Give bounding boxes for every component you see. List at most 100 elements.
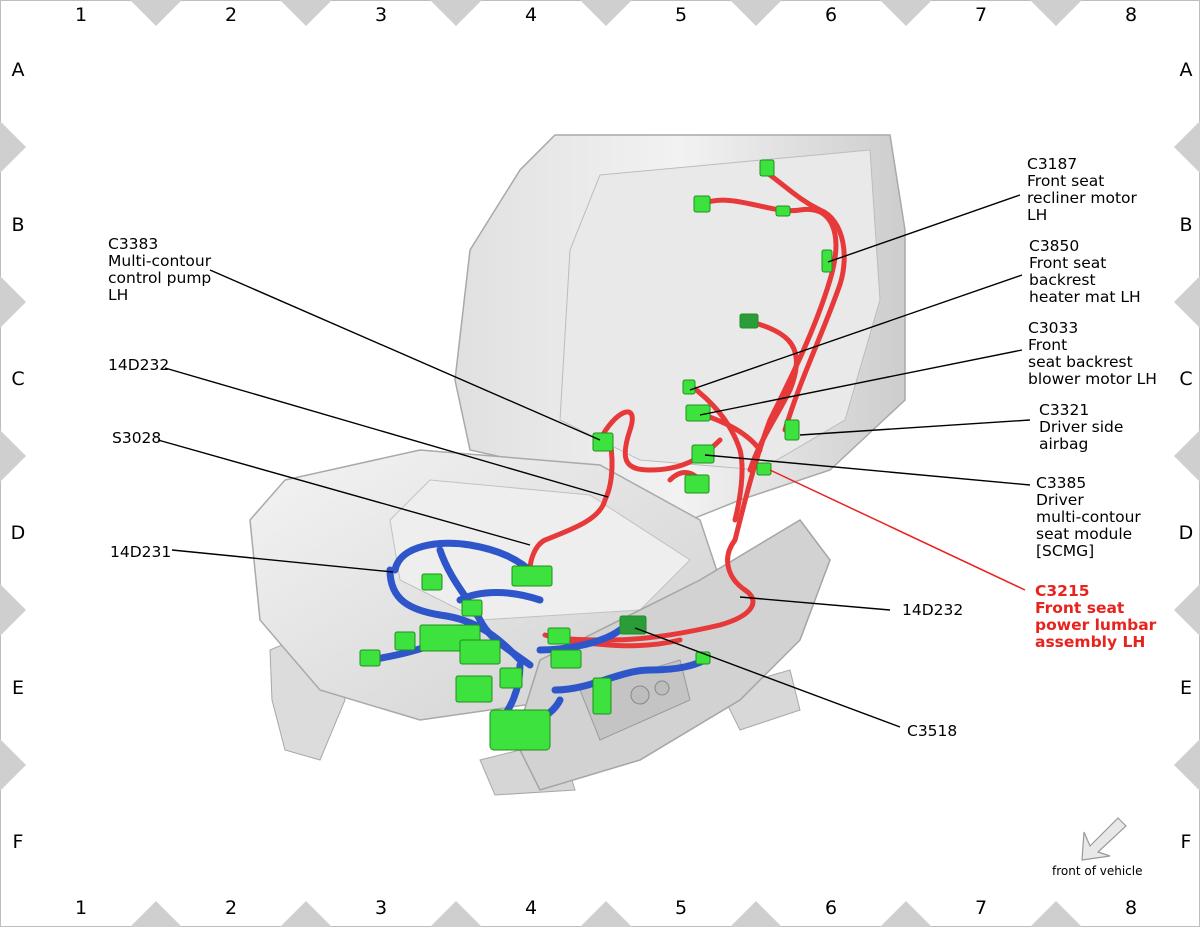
connector (547, 627, 571, 645)
callout-line: backrest (1029, 271, 1096, 289)
grid-marker (280, 901, 332, 927)
connector (455, 675, 493, 703)
grid-column-label: 5 (674, 4, 688, 26)
grid-marker (880, 0, 932, 26)
leader-c3321 (799, 419, 1031, 436)
leader-c3033 (699, 349, 1023, 416)
grid-column-label: 6 (824, 4, 838, 26)
callout-line: recliner motor (1027, 189, 1137, 207)
callout-line: Driver (1036, 491, 1084, 509)
connector-c3321 (784, 419, 800, 441)
connectors (359, 159, 833, 751)
grid-row-label: C (11, 368, 25, 390)
grid-marker (1030, 901, 1082, 927)
connector (511, 565, 553, 587)
connector (739, 313, 759, 329)
grid-marker (0, 739, 26, 791)
callout-14d232-upper: 14D232 (108, 357, 169, 374)
grid-column-label: 1 (74, 897, 88, 919)
callout-line: Front seat (1029, 254, 1107, 272)
grid-marker (730, 0, 782, 26)
grid-column-label: 5 (674, 897, 688, 919)
callout-line: 14D232 (902, 601, 964, 619)
leader-c3385 (704, 454, 1031, 486)
callout-line: Front seat (1027, 172, 1105, 190)
grid-row-label: C (1179, 368, 1193, 390)
grid-row-label: E (1179, 677, 1192, 699)
callout-line: C3215 (1035, 582, 1090, 600)
callout-line: [SCMG] (1036, 542, 1095, 560)
connector (489, 709, 551, 751)
grid-column-label: 2 (224, 897, 238, 919)
callout-line: control pump (108, 269, 212, 287)
connector (499, 667, 523, 689)
callout-line: C3321 (1039, 401, 1090, 419)
grid-marker (430, 0, 482, 26)
grid-row-label: F (12, 831, 24, 853)
connector-c3215 (756, 462, 772, 476)
grid-column-label: 7 (974, 897, 988, 919)
connector (684, 474, 710, 494)
grid-row-label: B (1179, 214, 1193, 236)
grid-marker (1174, 430, 1200, 482)
callout-line: C3385 (1036, 474, 1087, 492)
callout-c3518: C3518 (907, 723, 957, 740)
callout-line: blower motor LH (1028, 370, 1157, 388)
grid-marker (430, 901, 482, 927)
grid-marker (0, 430, 26, 482)
grid-column-label: 6 (824, 897, 838, 919)
connector (550, 649, 582, 669)
connector (461, 599, 483, 617)
callout-line: Front (1028, 336, 1068, 354)
grid-column-label: 4 (524, 4, 538, 26)
grid-column-label: 3 (374, 4, 388, 26)
callout-line: LH (1027, 206, 1048, 224)
callout-line: assembly LH (1035, 633, 1146, 651)
switch-knob (654, 680, 670, 696)
leader-c3187 (827, 194, 1021, 263)
connector-c3850 (682, 379, 696, 395)
callout-14d232-lower: 14D232 (902, 602, 963, 619)
grid-marker (1174, 739, 1200, 791)
connector (421, 573, 443, 591)
grid-marker (730, 901, 782, 927)
grid-marker (880, 901, 932, 927)
grid-row-label: F (1180, 831, 1192, 853)
callout-line: Front seat (1035, 599, 1125, 617)
grid-row-label: D (1178, 522, 1194, 544)
grid-marker (1030, 0, 1082, 26)
callout-line: C3518 (907, 722, 958, 740)
leader-c3850 (689, 274, 1023, 391)
leader-lines (157, 194, 1031, 728)
arrow-icon (1081, 817, 1127, 861)
callout-line: multi-contour (1036, 508, 1141, 526)
connector (759, 159, 775, 177)
grid-marker (280, 0, 332, 26)
grid-column-label: 3 (374, 897, 388, 919)
grid-column-label: 2 (224, 4, 238, 26)
grid-marker (0, 276, 26, 328)
connector-c3383 (592, 432, 614, 452)
grid-row-label: B (11, 214, 25, 236)
callout-line: seat backrest (1028, 353, 1133, 371)
connector (775, 205, 791, 217)
leader-14d232-upper (164, 367, 609, 498)
grid-marker (0, 121, 26, 173)
grid-row-label: E (11, 677, 24, 699)
grid-column-label: 7 (974, 4, 988, 26)
callout-line: Driver side (1039, 418, 1124, 436)
callout-line: seat module (1036, 525, 1133, 543)
leader-c3518 (634, 627, 901, 728)
callout-line: C3187 (1027, 155, 1078, 173)
callout-line: 14D232 (108, 356, 170, 374)
callout-line: power lumbar (1035, 616, 1157, 634)
grid-row-label: A (11, 59, 25, 81)
callout-s3028: S3028 (112, 430, 161, 447)
